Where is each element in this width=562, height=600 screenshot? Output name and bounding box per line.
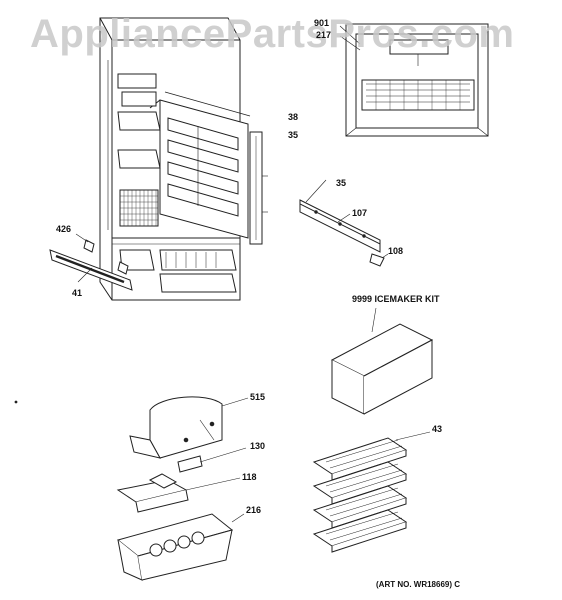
ice-bucket-assembly <box>116 396 249 581</box>
callout-216: 216 <box>246 505 262 515</box>
art-number: (ART NO. WR18669) C <box>376 580 461 589</box>
icemaker-kit-label: 9999 ICEMAKER KIT <box>352 294 440 304</box>
callout-38: 38 <box>288 112 299 122</box>
callout-35-hinge: 35 <box>288 130 299 140</box>
callout-426: 426 <box>56 224 72 234</box>
ice-tray-stack <box>312 431 431 553</box>
callout-41: 41 <box>72 288 83 298</box>
callout-515: 515 <box>250 392 266 402</box>
callout-901: 901 <box>314 18 330 28</box>
callout-35-trim: 35 <box>336 178 347 188</box>
hinge-strip <box>249 131 268 245</box>
freezer-interior <box>339 23 489 137</box>
interior-shelves <box>117 73 237 293</box>
icemaker-kit-box <box>330 307 434 415</box>
refrigerator-door <box>149 91 251 239</box>
callout-217: 217 <box>316 30 332 40</box>
trim-assembly <box>299 179 389 267</box>
callout-107: 107 <box>352 208 368 218</box>
callout-43: 43 <box>432 424 443 434</box>
callout-130: 130 <box>250 441 266 451</box>
grille-assembly <box>49 233 133 291</box>
callout-108: 108 <box>388 246 404 256</box>
callout-118: 118 <box>242 472 257 482</box>
